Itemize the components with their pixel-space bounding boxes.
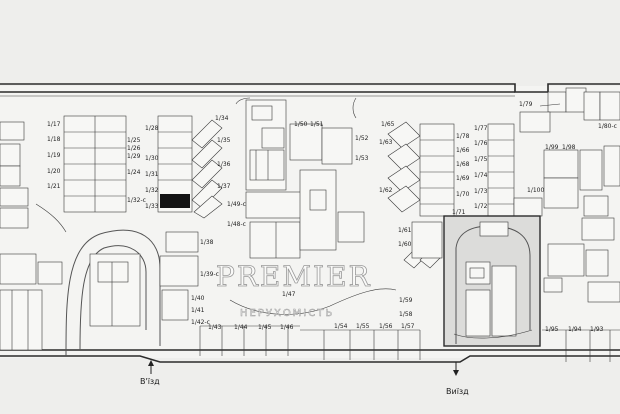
space-label: 1/47 xyxy=(282,291,296,298)
space-label: 1/100 xyxy=(527,187,544,194)
exit-ramp xyxy=(443,215,541,347)
space-label: 1/65 xyxy=(381,121,395,128)
bay-block-center-left xyxy=(159,231,300,356)
space-label: 1/39-с xyxy=(200,271,219,278)
space-label: 1/61 xyxy=(398,227,412,234)
space-label: 1/79 xyxy=(519,101,533,108)
space-label: 1/76 xyxy=(474,140,488,147)
space-label: 1/78 xyxy=(456,133,470,140)
space-label: 1/59 xyxy=(399,297,413,304)
space-label: 1/70 xyxy=(456,191,470,198)
space-label: 1/62 xyxy=(379,187,393,194)
space-label: 1/80-с xyxy=(598,123,617,130)
space-label: 1/36 xyxy=(217,161,231,168)
watermark: PREMIER НЕРУХОМІСТЬ xyxy=(216,260,372,320)
central-core xyxy=(235,97,365,259)
space-label: 1/54 xyxy=(334,323,348,330)
occupied-space-marker xyxy=(160,194,190,208)
space-label: 1/21 xyxy=(47,183,61,190)
space-labels: 1/17 1/18 1/19 1/20 1/21 1/24 1/25 1/26 … xyxy=(47,101,617,333)
space-label: 1/42-с xyxy=(191,319,210,326)
space-label: 1/28 xyxy=(145,125,159,132)
space-label: 1/73 xyxy=(474,188,488,195)
space-label: 1/32-с xyxy=(127,197,146,204)
space-label: 1/72 xyxy=(474,203,488,210)
space-label: 1/71 xyxy=(452,209,466,216)
space-label: 1/41 xyxy=(191,307,205,314)
outer-walls xyxy=(0,83,620,363)
space-label: 1/25 xyxy=(127,137,141,144)
space-label: 1/49-с xyxy=(227,201,246,208)
angled-bays-west xyxy=(191,119,223,219)
space-label: 1/29 xyxy=(127,153,141,160)
entrance-arrow xyxy=(148,360,154,374)
space-label: 1/40 xyxy=(191,295,205,302)
space-label: 1/38 xyxy=(200,239,214,246)
space-label: 1/34 xyxy=(215,115,229,122)
space-label: 1/44 xyxy=(234,324,248,331)
space-label: 1/52 xyxy=(355,135,369,142)
space-label: 1/75 xyxy=(474,156,488,163)
space-label: 1/26 xyxy=(127,145,141,152)
space-label: 1/99 xyxy=(545,144,559,151)
space-label: 1/94 xyxy=(568,326,582,333)
space-label: 1/57 xyxy=(401,323,415,330)
watermark-subtitle: НЕРУХОМІСТЬ xyxy=(240,308,334,319)
space-label: 1/93 xyxy=(590,326,604,333)
space-label: 1/60 xyxy=(398,241,412,248)
space-label: 1/74 xyxy=(474,172,488,179)
space-label: 1/68 xyxy=(456,161,470,168)
space-label: 1/31 xyxy=(145,171,159,178)
space-label: 1/56 xyxy=(379,323,393,330)
space-label: 1/45 xyxy=(258,324,272,331)
space-label: 1/30 xyxy=(145,155,159,162)
space-label: 1/32 xyxy=(145,187,159,194)
watermark-title: PREMIER xyxy=(216,260,372,293)
entrance-ramp xyxy=(35,203,161,357)
space-label: 1/58 xyxy=(399,311,413,318)
space-label: 1/17 xyxy=(47,121,61,128)
space-label: 1/24 xyxy=(127,169,141,176)
space-label: 1/50 xyxy=(294,121,308,128)
bay-block-west xyxy=(63,115,193,213)
north-east-rooms xyxy=(519,87,620,303)
space-label: 1/37 xyxy=(217,183,231,190)
space-label: 1/98 xyxy=(562,144,576,151)
space-label: 1/66 xyxy=(456,147,470,154)
bay-block-south-center xyxy=(229,288,421,360)
exit-label: Виїзд xyxy=(446,387,469,396)
space-label: 1/53 xyxy=(355,155,369,162)
entrance-label: В'їзд xyxy=(140,377,160,386)
space-label: 1/33 xyxy=(145,203,159,210)
left-wing-rooms xyxy=(0,121,63,351)
space-label: 1/48-с xyxy=(227,221,246,228)
space-label: 1/20 xyxy=(47,168,61,175)
space-label: 1/51 xyxy=(310,121,324,128)
space-label: 1/77 xyxy=(474,125,488,132)
bay-block-south-east xyxy=(542,329,620,362)
space-label: 1/18 xyxy=(47,136,61,143)
space-label: 1/43 xyxy=(208,324,222,331)
space-label: 1/46 xyxy=(280,324,294,331)
space-label: 1/95 xyxy=(545,326,559,333)
exit-arrow xyxy=(453,362,459,376)
space-label: 1/69 xyxy=(456,175,470,182)
space-label: 1/63 xyxy=(379,139,393,146)
space-label: 1/19 xyxy=(47,152,61,159)
space-label: 1/55 xyxy=(356,323,370,330)
space-label: 1/35 xyxy=(217,137,231,144)
